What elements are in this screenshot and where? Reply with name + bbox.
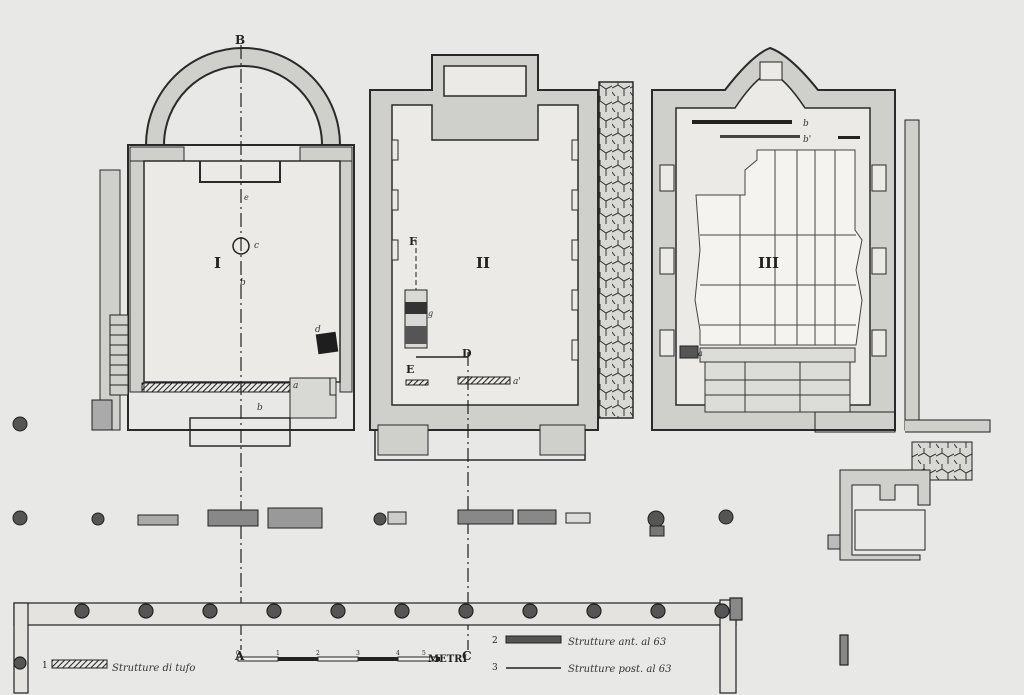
room-label-3: III xyxy=(758,254,779,272)
section-letter-f: F xyxy=(409,235,417,248)
room-label-1: I xyxy=(214,254,221,272)
section-letter-a: A xyxy=(234,649,245,663)
room-one-tufa-wall xyxy=(141,382,293,393)
corner-foundation xyxy=(839,469,931,561)
section-letter-d: D xyxy=(462,347,472,360)
point-label-b-lower: b xyxy=(257,403,263,413)
legend-item1-text: Strutture di tufo xyxy=(112,663,195,674)
room-label-2: II xyxy=(476,254,490,272)
scale-tick-4: 4 xyxy=(396,650,400,657)
legend-item3-num: 3 xyxy=(492,663,498,673)
legend: 1 Strutture di tufo 2 Strutture ant. al … xyxy=(42,635,671,675)
wall-a-prime xyxy=(457,376,511,385)
scale-title: METRI xyxy=(428,654,467,665)
point-label-g: g xyxy=(428,309,433,318)
room-one xyxy=(91,47,355,447)
scale-tick-5: 5 xyxy=(422,650,426,657)
section-letter-c: C xyxy=(462,649,472,663)
section-letter-e: E xyxy=(406,363,414,376)
room-three-threshold xyxy=(699,347,856,413)
point-label-b-prime-room3: b' xyxy=(803,135,811,145)
point-label-a-room3: a xyxy=(698,349,703,358)
point-label-c: c xyxy=(254,241,259,251)
room-three xyxy=(651,46,991,561)
point-label-a-room1: a xyxy=(293,381,298,391)
legend-item2-num: 2 xyxy=(492,636,498,646)
point-label-e: e xyxy=(244,193,249,202)
point-label-d: d xyxy=(315,325,321,335)
point-label-b-room1: b xyxy=(240,278,246,288)
legend-item1-num: 1 xyxy=(42,661,48,671)
scale-tick-2: 2 xyxy=(316,650,320,657)
scale-tick-3: 3 xyxy=(356,650,360,657)
legend-item2-text: Strutture ant. al 63 xyxy=(568,637,666,648)
scale-tick-0: 0 xyxy=(236,650,240,657)
rubble-wall xyxy=(598,81,634,419)
scale-bar: 0 1 2 3 4 5 METRI xyxy=(236,650,467,665)
room-three-paving xyxy=(694,149,863,346)
colonnade xyxy=(13,597,849,694)
point-label-a-prime: a' xyxy=(513,377,521,387)
column-bases-row xyxy=(12,416,734,537)
room-one-apse xyxy=(145,47,341,146)
block-d xyxy=(315,331,339,355)
legend-item3-text: Strutture post. al 63 xyxy=(568,664,671,675)
scale-tick-1: 1 xyxy=(276,650,280,657)
section-letter-b: B xyxy=(235,33,245,47)
point-label-b-room3: b xyxy=(803,119,809,129)
room-two xyxy=(369,54,599,461)
stairs xyxy=(109,314,129,396)
